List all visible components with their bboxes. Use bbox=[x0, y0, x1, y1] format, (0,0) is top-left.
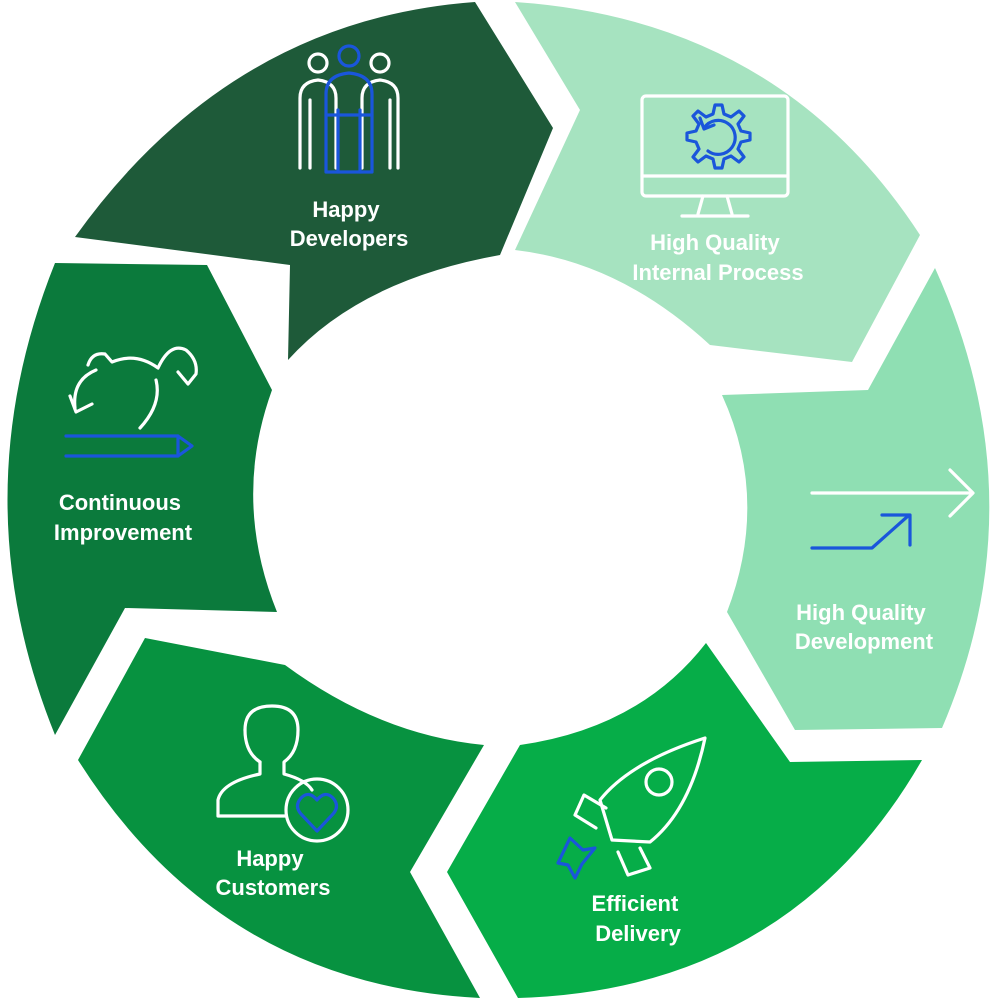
upward-arrow-icon bbox=[810, 468, 975, 550]
label-internal-process: High Quality Internal Process bbox=[632, 230, 803, 285]
segment-improvement bbox=[7, 263, 277, 735]
monitor-gear-icon bbox=[640, 94, 790, 218]
rocket-icon bbox=[556, 736, 707, 880]
label-delivery: Efficient Delivery bbox=[592, 891, 685, 946]
label-happy-developers: Happy Developers bbox=[290, 197, 409, 251]
segment-development bbox=[722, 268, 990, 730]
label-customers: Happy Customers bbox=[216, 846, 331, 900]
label-development: High Quality Development bbox=[795, 600, 934, 654]
customer-heart-icon bbox=[216, 704, 350, 843]
segment-internal-process bbox=[515, 2, 920, 362]
team-icon bbox=[298, 44, 400, 174]
segment-delivery bbox=[447, 643, 922, 998]
segment-happy-developers bbox=[75, 2, 553, 360]
improvement-cycle-icon bbox=[64, 346, 198, 458]
segment-customers bbox=[78, 638, 484, 998]
label-improvement: Continuous Improvement bbox=[54, 490, 193, 545]
